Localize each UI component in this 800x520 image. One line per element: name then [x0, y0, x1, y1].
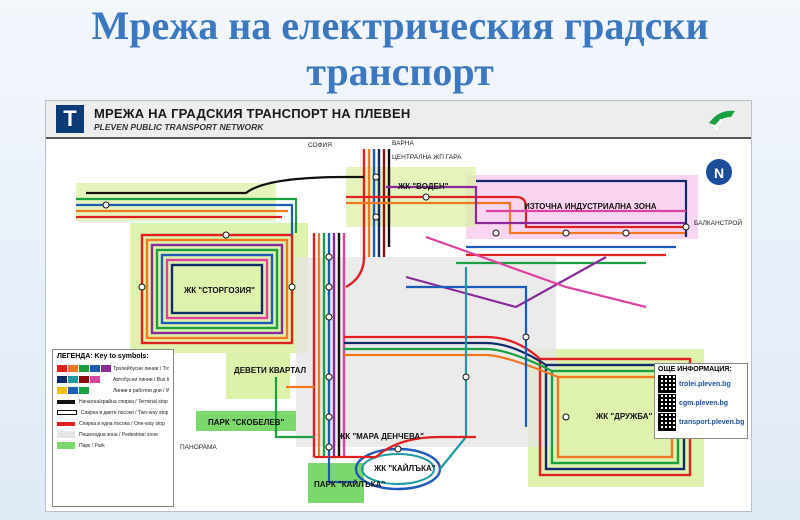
info-link[interactable]: transport.pleven.bg [679, 418, 745, 426]
slide-title-line-2: транспорт [306, 49, 494, 94]
qr-code-icon [658, 394, 676, 412]
legend-row: Тролейбусни линии / Trolleybus lines [57, 363, 169, 374]
label-druzhba: ЖК "ДРУЖБА" [595, 412, 652, 421]
qr-code-icon [658, 375, 676, 393]
legend-row: Спирка в двете посоки / Two-way stop [57, 407, 169, 418]
info-title: ОЩЕ ИНФОРМАЦИЯ: [658, 366, 732, 373]
north-arrow-icon: N [706, 159, 732, 185]
map-header-subtitle: PLEVEN PUBLIC TRANSPORT NETWORK [94, 122, 264, 132]
central-corridor-lines [312, 233, 346, 457]
label-balkanstroy: БАЛКАНСТРОЙ [694, 218, 742, 227]
transport-network-map: T МРЕЖА НА ГРАДСКИЯ ТРАНСПОРТ НА ПЛЕВЕН … [45, 100, 752, 512]
legend-row: Спирка в една посока / One-way stop [57, 418, 169, 429]
label-panorama: ПАНОРАМА [180, 444, 217, 451]
qr-code-icon [658, 413, 676, 431]
label-east-zone: ИЗТОЧНА ИНДУСТРИАЛНА ЗОНА [524, 202, 657, 211]
label-voden: ЖК "ВОДЕН" [397, 182, 449, 191]
zone-deveti [226, 353, 290, 399]
east-industrial-lines [346, 179, 688, 265]
info-link[interactable]: trolei.pleven.bg [679, 380, 731, 388]
label-central-station: ЦЕНТРАЛНА ЖП ГАРА [392, 154, 462, 161]
info-link[interactable]: cgm.pleven.bg [679, 399, 729, 407]
legend-box: ЛЕГЕНДА: Key to symbols: Тролейбусни лин… [52, 349, 174, 507]
label-deveti-kvartal: ДЕВЕТИ КВАРТАЛ [234, 366, 307, 375]
label-kaylaka: ЖК "КАЙЛЪКА" [373, 464, 436, 473]
legend-row: Автобусни линии / Bus lines [57, 374, 169, 385]
label-park-kaylaka: ПАРК "КАЙЛЪКА" [314, 480, 385, 489]
center-to-druzhba-lines [344, 235, 647, 470]
zone-north-west [76, 183, 276, 221]
legend-row: Начална/крайна спирка / Terminal stop [57, 396, 169, 407]
west-branch-lines [76, 175, 364, 235]
label-mara-dencheva: ЖК "МАРА ДЕНЧЕВА" [337, 432, 424, 441]
label-storgozia: ЖК "СТОРГОЗИЯ" [183, 286, 255, 295]
label-park-skobelev: ПАРК "СКОБЕЛЕВ" [208, 418, 284, 427]
slide-title-line-1: Мрежа на електрическия градски [91, 3, 709, 48]
more-info-box: ОЩЕ ИНФОРМАЦИЯ: trolei.pleven.bg cgm.ple… [654, 363, 748, 439]
zone-park-skobelev [196, 411, 296, 431]
zone-east-industrial [466, 175, 698, 239]
info-row: transport.pleven.bg [658, 413, 744, 431]
legend-row: Линии в работни дни / Working days lines [57, 385, 169, 396]
stop-markers [102, 173, 694, 453]
map-header: T МРЕЖА НА ГРАДСКИЯ ТРАНСПОРТ НА ПЛЕВЕН … [46, 101, 751, 139]
legend-row: Парк / Park [57, 440, 169, 451]
info-row: trolei.pleven.bg [658, 375, 744, 393]
info-row: cgm.pleven.bg [658, 394, 744, 412]
label-varna: ВАРНА [392, 140, 414, 147]
operator-logo-icon [709, 110, 735, 131]
label-sofia: СОФИЯ [308, 142, 332, 149]
legend-title: ЛЕГЕНДА: Key to symbols: [57, 353, 149, 360]
transport-t-logo: T [56, 105, 84, 133]
map-header-title: МРЕЖА НА ГРАДСКИЯ ТРАНСПОРТ НА ПЛЕВЕН [94, 106, 411, 121]
legend-row: Пешеходна зона / Pedestrian zone [57, 429, 169, 440]
